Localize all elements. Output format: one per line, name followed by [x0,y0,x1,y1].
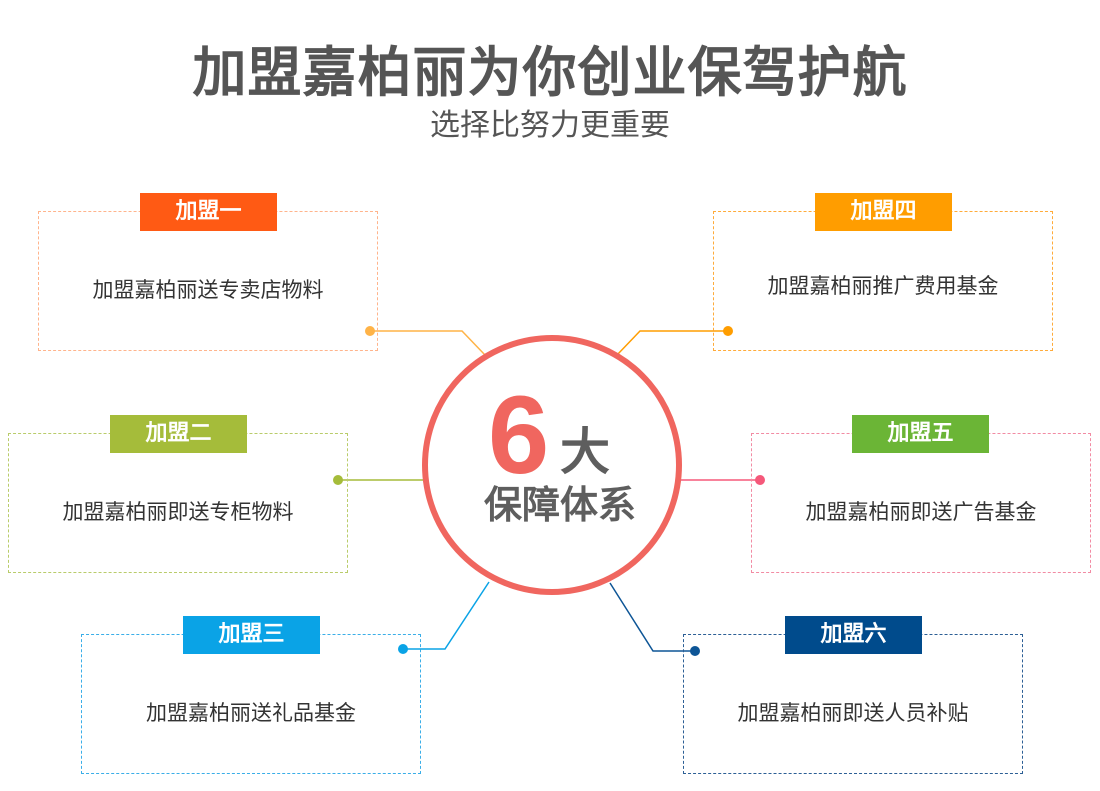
item-text: 加盟嘉柏丽即送专柜物料 [62,500,294,524]
connector-dot-3 [398,644,408,654]
center-system-label: 保障体系 [483,483,636,527]
item-label-3: 加盟三 [183,616,320,654]
center-big: 大 [560,423,610,481]
item-box-5: 加盟嘉柏丽即送广告基金 [751,433,1091,573]
item-label-1: 加盟一 [140,193,277,231]
page-subtitle: 选择比努力更重要 [430,108,670,143]
connector-dot-1 [365,326,375,336]
connector-dot-2 [333,475,343,485]
item-label-6: 加盟六 [785,616,922,654]
connector-dot-6 [690,646,700,656]
item-box-3: 加盟嘉柏丽送礼品基金 [81,634,421,774]
item-text: 加盟嘉柏丽即送人员补贴 [737,701,969,725]
item-label-2: 加盟二 [110,415,247,453]
page-title: 加盟嘉柏丽为你创业保驾护航 [192,41,908,104]
item-label-5: 加盟五 [852,415,989,453]
item-text: 加盟嘉柏丽即送广告基金 [805,500,1037,524]
connector-dot-5 [755,475,765,485]
item-box-1: 加盟嘉柏丽送专卖店物料 [38,211,378,351]
item-text: 加盟嘉柏丽送专卖店物料 [92,278,324,302]
connector-3 [403,581,490,650]
item-box-4: 加盟嘉柏丽推广费用基金 [713,211,1053,351]
center-number: 6 [488,374,550,497]
center-circle [422,335,682,595]
connector-dot-4 [723,326,733,336]
connector-1 [370,330,486,356]
connector-6 [609,582,695,652]
item-label-4: 加盟四 [815,193,952,231]
connector-4 [616,330,728,356]
item-box-2: 加盟嘉柏丽即送专柜物料 [8,433,348,573]
item-text: 加盟嘉柏丽推广费用基金 [767,274,999,298]
item-text: 加盟嘉柏丽送礼品基金 [146,701,356,725]
item-box-6: 加盟嘉柏丽即送人员补贴 [683,634,1023,774]
